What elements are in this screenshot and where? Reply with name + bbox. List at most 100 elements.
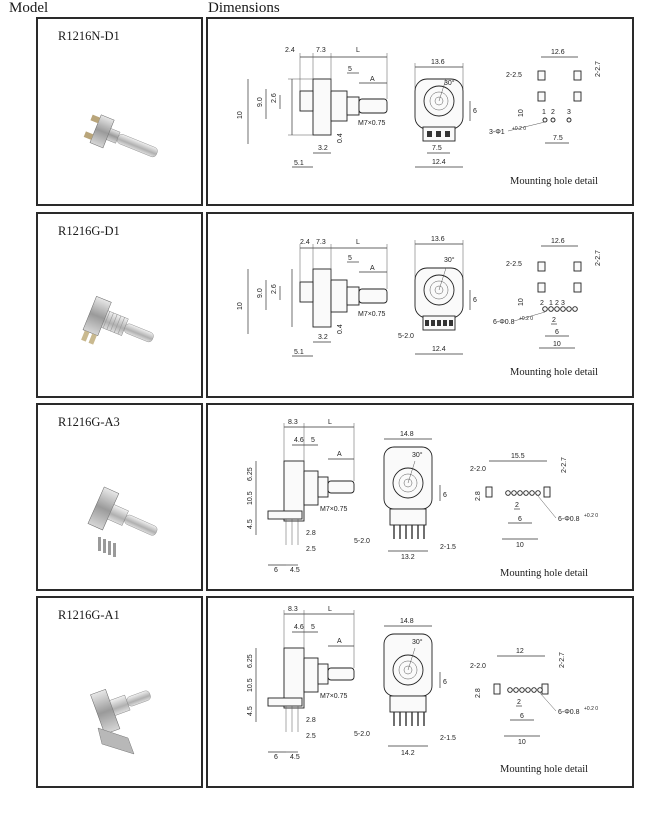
dim-label: L — [356, 239, 360, 246]
dim-label: 2-2.7 — [595, 250, 602, 266]
model-cell-3: R1216G-A3 — [36, 403, 203, 591]
dim-label: 2-2.7 — [559, 652, 566, 668]
dim-label: 10.5 — [247, 678, 254, 692]
thread-label: M7×0.75 — [320, 693, 348, 700]
model-name: R1216N-D1 — [58, 29, 120, 43]
dim-label: 10 — [516, 542, 524, 549]
dim-label: 13.2 — [401, 554, 415, 561]
dim-label: 13.6 — [431, 59, 445, 66]
potentiometer-photo — [87, 486, 158, 557]
dim-label: 2 — [517, 699, 521, 706]
dim-label: 7.5 — [553, 135, 563, 142]
dim-label: 6.25 — [247, 467, 254, 481]
dim-label: 6 — [443, 679, 447, 686]
dim-label: 5.1 — [294, 349, 304, 356]
dim-label: 5 — [348, 66, 352, 73]
dim-label: 10 — [237, 302, 244, 310]
hole-spec: 6-Φ0.8 — [558, 516, 580, 523]
dim-label: 5 — [311, 437, 315, 444]
dim-label: 6 — [555, 329, 559, 336]
tolerance: +0.2 0 — [519, 316, 533, 322]
dim-label: 10 — [518, 109, 525, 117]
front-view: 13.6 30° 6 7.5 12.4 — [414, 59, 477, 168]
front-view: 13.6 30° 6 5-2.0 12.4 — [398, 236, 477, 355]
dim-label: 6.25 — [247, 654, 254, 668]
dim-label: 15.5 — [511, 453, 525, 460]
dim-label: 9.0 — [257, 97, 264, 107]
dim-label: 2-1.5 — [440, 544, 456, 551]
dim-label: 12.6 — [551, 238, 565, 245]
dim-label: A — [370, 265, 375, 272]
dim-label: 7.3 — [316, 47, 326, 54]
dim-label: 2-2.5 — [506, 72, 522, 79]
dim-label: 2.4 — [300, 239, 310, 246]
tolerance: +0.2 0 — [584, 513, 598, 519]
dim-label: 2-2.7 — [595, 61, 602, 77]
dim-label: 10.5 — [247, 491, 254, 505]
dim-label: 14.2 — [401, 750, 415, 757]
dim-label: 5 — [311, 624, 315, 631]
model-name: R1216G-D1 — [58, 224, 120, 238]
dim-label: 4.5 — [247, 706, 254, 716]
dim-label: 12.6 — [551, 49, 565, 56]
dim-label: 6 — [443, 492, 447, 499]
dim-label: 10 — [237, 111, 244, 119]
dim-label: 6 — [518, 516, 522, 523]
dim-label: 2-2.5 — [506, 261, 522, 268]
model-cell-1: R1216N-D1 — [36, 17, 203, 206]
dim-label: 4.6 — [294, 624, 304, 631]
dim-label: 2-2.0 — [470, 663, 486, 670]
dim-label: 3.2 — [318, 334, 328, 341]
mounting-hole-label: Mounting hole detail — [510, 367, 599, 378]
dim-label: 6 — [520, 713, 524, 720]
side-view: 8.3 L 4.6 5 A 6.25 10.5 4.5 M7×0.75 2.8 … — [247, 419, 355, 574]
dim-label: 10 — [518, 739, 526, 746]
dim-label: 5 — [348, 255, 352, 262]
dim-label: 5-2.0 — [398, 333, 414, 340]
side-view: 2.4 7.3 L 5 A 10 9.0 2.6 M7×0.75 0.4 3.2… — [237, 47, 388, 168]
dim-label: 7.3 — [316, 239, 326, 246]
dim-label: 0.4 — [337, 324, 344, 334]
dim-label: 10 — [553, 341, 561, 348]
dimension-cell-4: 8.3 L 4.6 5 A 6.25 10.5 4.5 M7×0.75 2.8 … — [206, 596, 634, 788]
dim-label: 2.5 — [306, 733, 316, 740]
dim-label: 8.3 — [288, 606, 298, 613]
dim-label: A — [337, 451, 342, 458]
thread-label: M7×0.75 — [358, 120, 386, 127]
dim-label: 12 — [516, 648, 524, 655]
dim-label: 4.5 — [290, 754, 300, 761]
dim-label: 2.8 — [306, 530, 316, 537]
dim-label: 6 — [274, 567, 278, 574]
dim-label: 0.4 — [337, 133, 344, 143]
dim-label: 5.1 — [294, 160, 304, 167]
dim-label: 2-1.5 — [440, 735, 456, 742]
dim-label: 8.3 — [288, 419, 298, 426]
hole-spec: 6-Φ0.8 — [558, 709, 580, 716]
dim-label: 4.5 — [290, 567, 300, 574]
dim-label: 6 — [473, 108, 477, 115]
angle-label: 30° — [412, 451, 423, 459]
dim-label: 14.8 — [400, 431, 414, 438]
dim-label: 2 — [515, 502, 519, 509]
side-view: 2.4 7.3 L 5 A 10 9.0 2.6 M7×0.75 0.4 3.2… — [237, 239, 388, 357]
mounting-hole-detail: 12 2-2.7 2-2.0 2.8 6-Φ0.8 +0.2 0 2 6 10 — [470, 648, 598, 746]
dim-label: 2.6 — [271, 93, 278, 103]
dim-label: 2.4 — [285, 47, 295, 54]
dim-label: 7.5 — [432, 145, 442, 152]
dim-label: 5-2.0 — [354, 731, 370, 738]
dim-label: A — [370, 76, 375, 83]
pin-number: 2 — [555, 300, 559, 307]
tolerance: +0.2 0 — [584, 706, 598, 712]
model-name: R1216G-A1 — [58, 608, 120, 622]
dim-label: 2-2.0 — [470, 466, 486, 473]
dimension-cell-3: 8.3 L 4.6 5 A 6.25 10.5 4.5 M7×0.75 2.8 … — [206, 403, 634, 591]
dim-label: A — [337, 638, 342, 645]
dimension-drawing: 2.4 7.3 L 5 A 10 9.0 2.6 M7×0.75 0.4 3.2… — [237, 47, 602, 168]
angle-label: 30° — [412, 638, 423, 646]
dim-label: L — [328, 419, 332, 426]
dim-label: L — [328, 606, 332, 613]
pin-number: 3 — [561, 300, 565, 307]
potentiometer-photo — [90, 688, 151, 755]
front-view: 14.8 30° 6 5-2.0 13.2 2-1.5 — [354, 431, 456, 561]
dim-label: 3.2 — [318, 145, 328, 152]
